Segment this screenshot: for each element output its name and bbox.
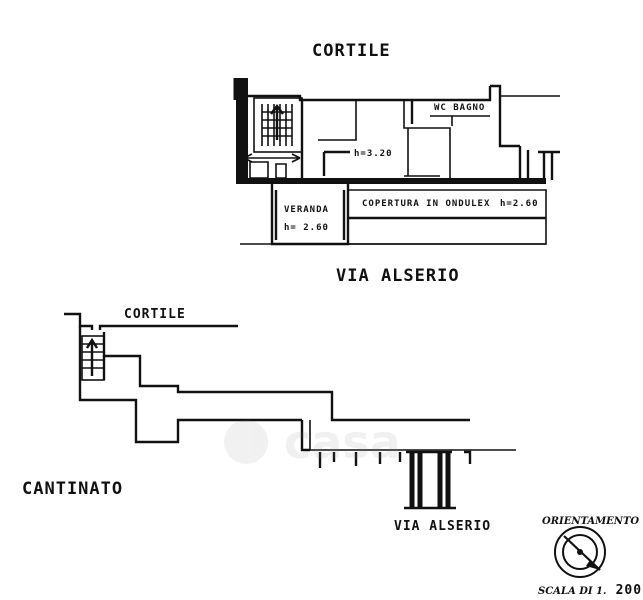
veranda-height-label: h= 2.60 bbox=[284, 223, 329, 233]
watermark: casa bbox=[224, 415, 401, 469]
compass-icon bbox=[554, 526, 606, 578]
ground-street-label: VIA ALSERIO bbox=[336, 266, 460, 286]
orientation-label: ORIENTAMENTO bbox=[542, 516, 639, 527]
basement-street-label: VIA ALSERIO bbox=[394, 519, 491, 534]
ground-staircase bbox=[243, 97, 303, 163]
watermark-text: casa bbox=[284, 415, 401, 469]
wc-label: WC BAGNO bbox=[434, 103, 485, 113]
ground-floor-plan: CORTILE WC BAGNO h=3.20 bbox=[233, 41, 560, 286]
basement-courtyard-label: CORTILE bbox=[124, 307, 186, 322]
roof-height-label: h=2.60 bbox=[500, 199, 539, 209]
basement-staircase bbox=[81, 335, 105, 381]
orientation-block: ORIENTAMENTO SCALA DI 1. 200 bbox=[538, 516, 642, 598]
scale-value: 200 bbox=[616, 583, 642, 598]
scale-text: SCALA DI 1. 200 bbox=[538, 579, 642, 598]
scale-prefix: SCALA DI 1. bbox=[538, 586, 606, 597]
room-height-label: h=3.20 bbox=[354, 149, 393, 159]
basement-plan: CORTILE CANTINATO VIA ALSERIO bbox=[22, 307, 516, 534]
watermark-logo-icon bbox=[224, 420, 268, 464]
basement-title: CANTINATO bbox=[22, 479, 123, 499]
roof-label: COPERTURA IN ONDULEX bbox=[362, 199, 490, 209]
veranda-label: VERANDA bbox=[284, 205, 329, 215]
ground-courtyard-label: CORTILE bbox=[312, 41, 391, 61]
